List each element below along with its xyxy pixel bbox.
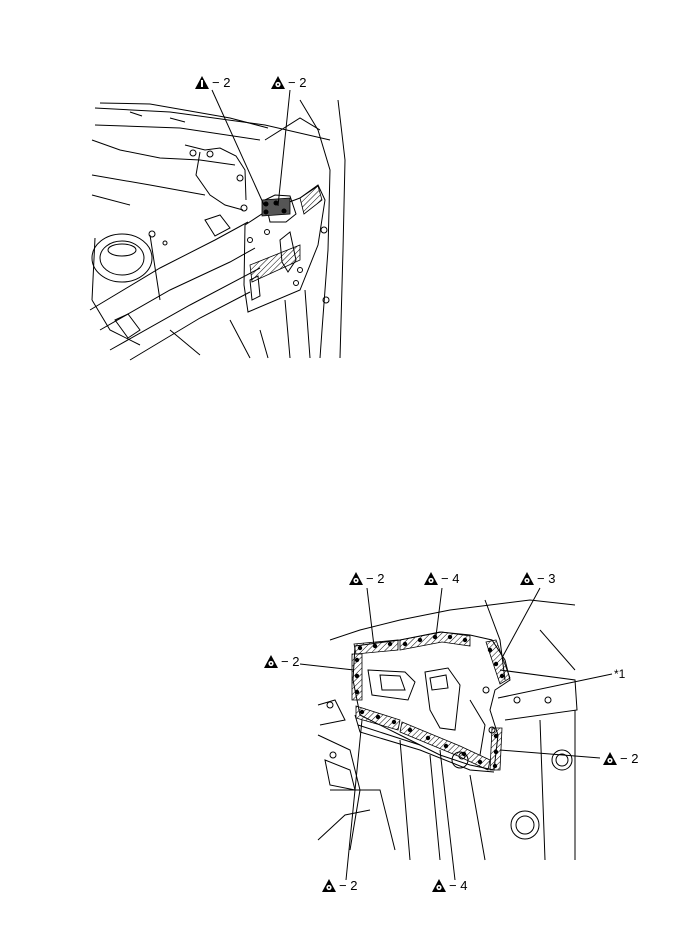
triangle-o-icon (432, 879, 446, 892)
triangle-o-icon (322, 879, 336, 892)
triangle-o-icon (349, 572, 363, 585)
callout-weld-bottom-left: − 2 (322, 879, 357, 893)
callout-weld-left: − 2 (264, 655, 299, 669)
figure-2-drawing (299, 587, 613, 881)
callout-text: − 2 (620, 751, 639, 766)
triangle-o-icon (424, 572, 438, 585)
callout-weld-top-right: − 3 (520, 572, 555, 586)
triangle-o-icon (520, 572, 534, 585)
triangle-i-icon (195, 76, 209, 89)
callout-text: − 3 (537, 571, 556, 586)
callout-text: − 2 (366, 571, 385, 586)
callout-weld-top-left: − 2 (349, 572, 384, 586)
figure-1-drawing (89, 89, 346, 361)
triangle-o-icon (264, 655, 278, 668)
callout-weld-i-2: − 2 (195, 76, 230, 90)
callout-text: − 2 (281, 654, 300, 669)
callout-text: − 2 (212, 75, 231, 90)
callout-weld-top-mid: − 4 (424, 572, 459, 586)
callout-text: − 4 (441, 571, 460, 586)
callout-text: − 2 (339, 878, 358, 893)
triangle-o-icon (603, 752, 617, 765)
callout-weld-o-2: − 2 (271, 76, 306, 90)
callout-text: − 4 (449, 878, 468, 893)
callout-weld-right: − 2 (603, 752, 638, 766)
part-label: *1 (614, 667, 626, 681)
callout-text: − 2 (288, 75, 307, 90)
callout-weld-bottom-mid: − 4 (432, 879, 467, 893)
triangle-o-icon (271, 76, 285, 89)
